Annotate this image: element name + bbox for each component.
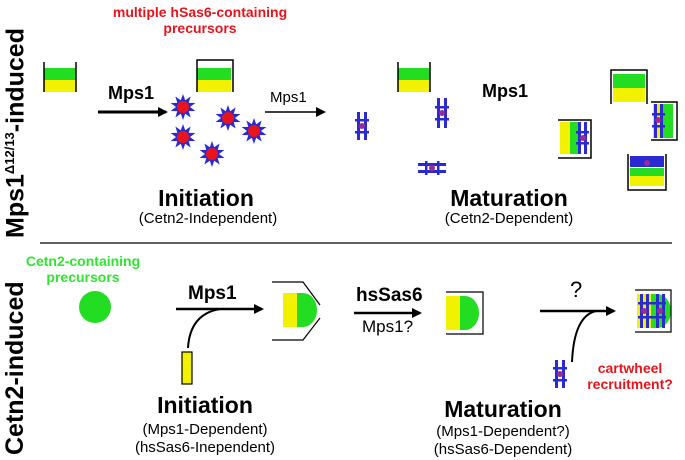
parent-centriole-top-left [43, 62, 77, 92]
bottom-question-mark: ? [570, 277, 583, 302]
matured-centriole-vertical-right [651, 101, 678, 141]
bottom-precursor-line2: precursors [46, 269, 120, 285]
cartwheel-horizontal [418, 161, 446, 175]
bottom-arrow-3 [540, 306, 616, 363]
bottom-maturation-title: Maturation [444, 396, 562, 422]
parent-centriole-top-middle [196, 59, 234, 92]
top-note-line2: precursors [163, 20, 237, 36]
hsas6-precursor-stars [170, 94, 267, 167]
cartwheel-vertical-left [355, 112, 369, 140]
top-arrow2-label: Mps1 [270, 89, 307, 106]
precursor-star-core-4 [177, 131, 189, 143]
bottom-initiation-sub2: (hsSas6-Inependent) [134, 439, 276, 456]
top-note-line1: multiple hSas6-containing [112, 4, 288, 20]
precursor-star-core-1 [177, 101, 189, 113]
bottom-initiation-sub1: (Mps1-Dependent) [142, 421, 268, 438]
initiated-centriole-bottom [272, 281, 321, 341]
parent-centriole-right [610, 69, 648, 104]
final-centriole-bottom [635, 289, 672, 333]
top-initiation-sub: (Cetn2-Independent) [138, 210, 278, 227]
top-initiation-title: Initiation [158, 185, 254, 211]
bottom-maturation-sub1: (Mps1-Dependent?) [436, 423, 570, 440]
bottom-arrow2-label: hsSas6 [356, 285, 423, 306]
top-maturation-title: Maturation [450, 185, 568, 211]
maturation-centriole-bottom [446, 291, 484, 335]
bottom-arrow-1 [176, 304, 264, 349]
top-maturation-sub: (Cetn2-Dependent) [444, 210, 574, 227]
bottom-cartwheel-line2: recruitment? [587, 376, 673, 392]
cetn2-precursor-circle [79, 291, 111, 323]
precursor-star-core-2 [222, 112, 234, 124]
bottom-maturation-sub2: (hsSas6-Dependent) [433, 441, 573, 458]
side-label-bottom: Cetn2-induced [1, 281, 29, 455]
parent-centriole-top-maturation [397, 62, 431, 92]
precursor-star-core-3 [248, 125, 260, 137]
top-arrow1-label: Mps1 [108, 83, 155, 103]
cartwheel-small-bottom [553, 360, 567, 388]
bottom-precursor-line1: Cetn2-containing [25, 253, 141, 269]
bottom-arrow1-label: Mps1 [188, 283, 237, 304]
cartwheel-vertical-center [435, 98, 449, 128]
precursor-star-core-5 [206, 148, 218, 160]
matured-centriole-vertical-left [558, 119, 592, 159]
bottom-arrow2-sublabel: Mps1? [362, 317, 414, 336]
top-maturation-mps1-label: Mps1 [482, 81, 529, 101]
bottom-initiation-title: Initiation [157, 392, 253, 418]
side-label-top: Mps1Δ12/13-induced [1, 28, 30, 238]
yellow-precursor-bar [181, 351, 193, 385]
matured-centriole-horizontal [627, 154, 667, 191]
bottom-cartwheel-line1: cartwheel [597, 360, 663, 376]
